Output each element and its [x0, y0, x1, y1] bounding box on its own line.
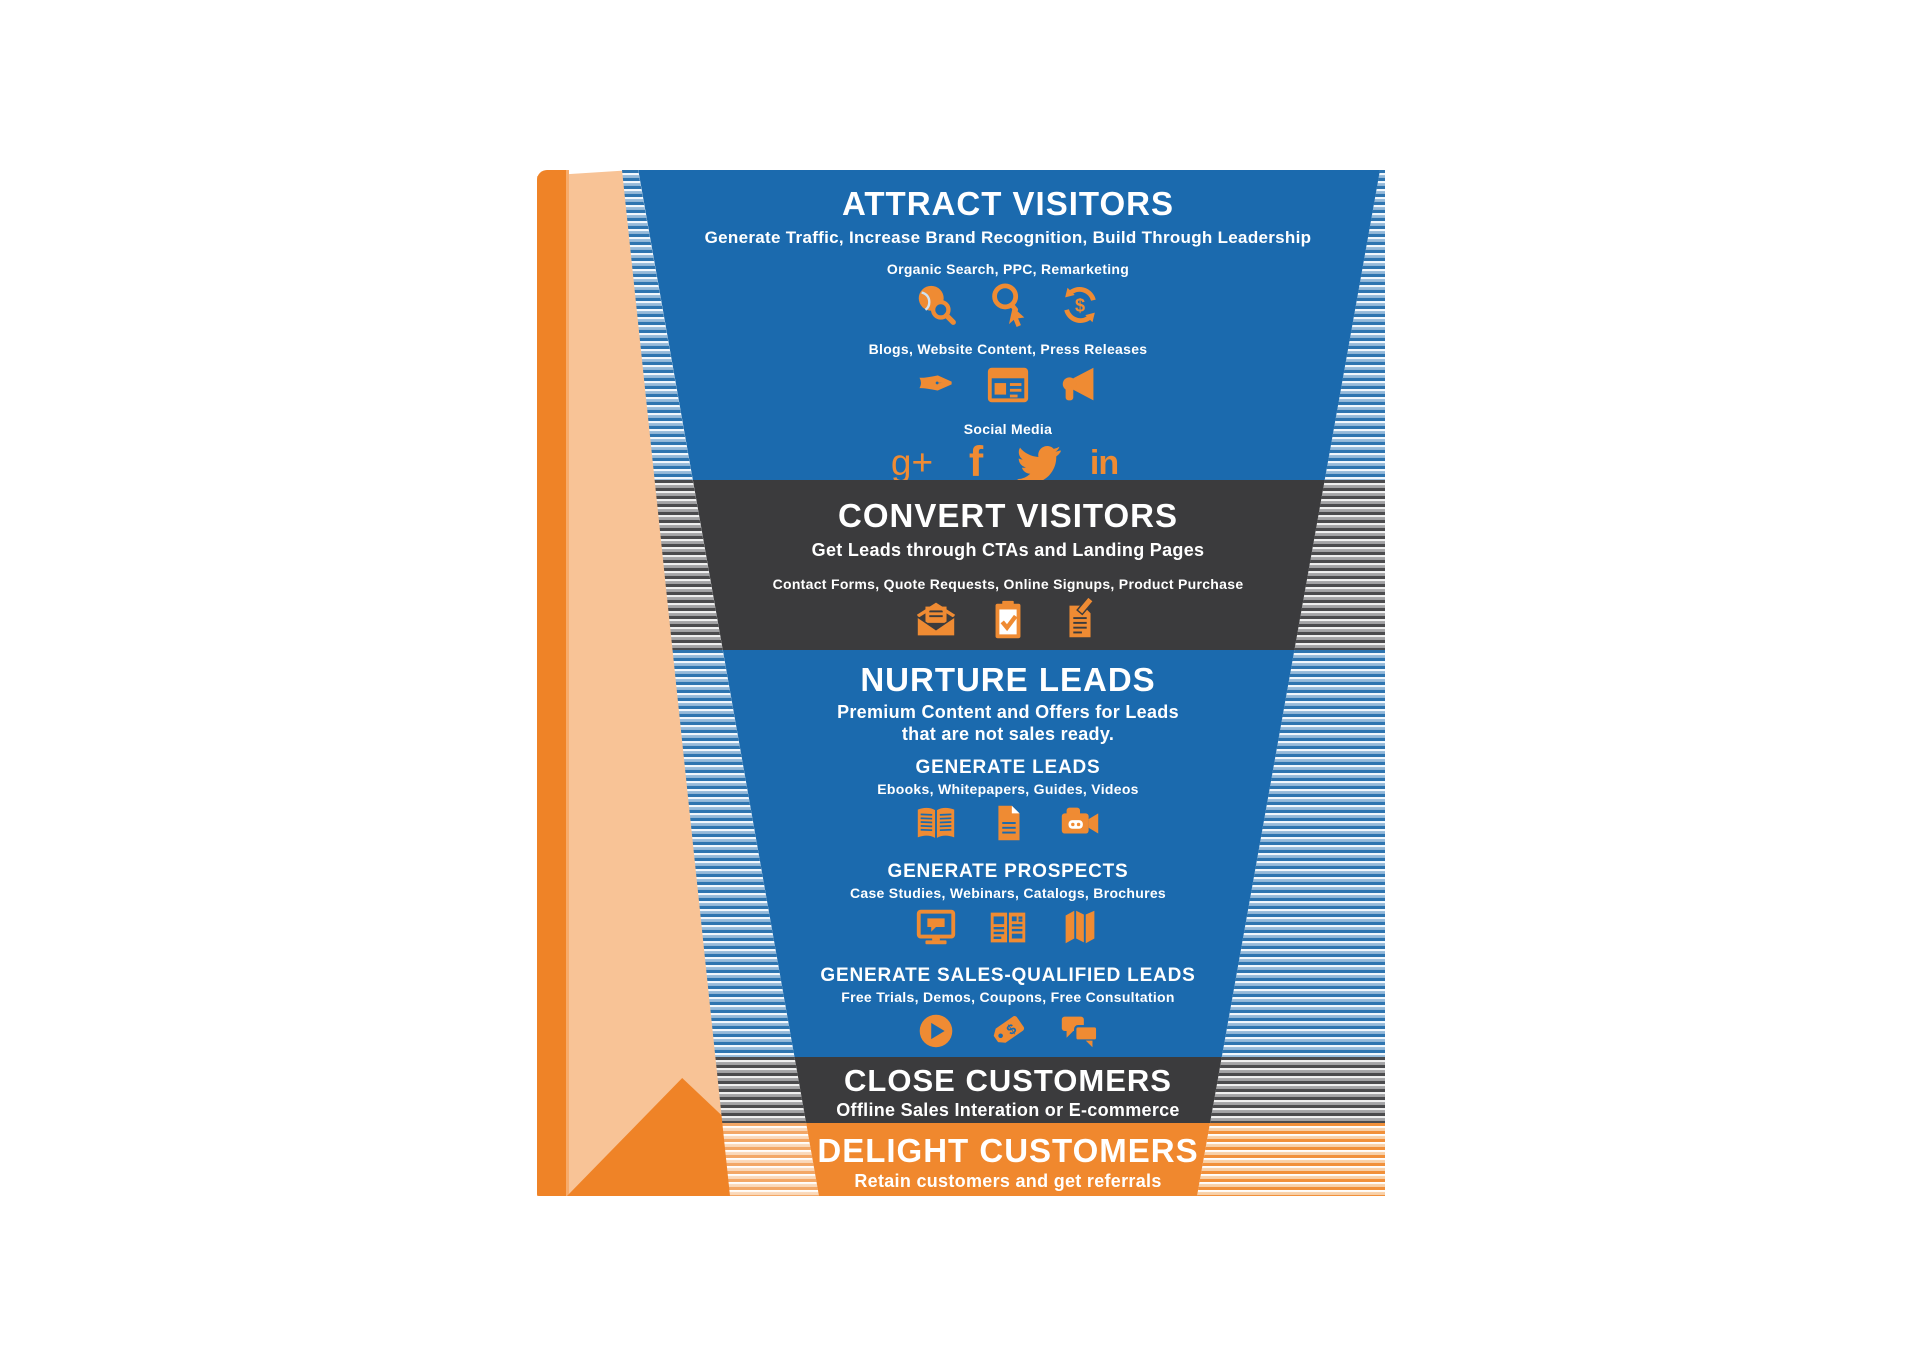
convert-group-label: Contact Forms, Quote Requests, Online Si… — [772, 575, 1244, 592]
clipboard-check-icon — [985, 597, 1031, 643]
googleplus-icon: g+ — [890, 442, 934, 480]
brochure-icon — [1057, 904, 1103, 950]
signup-document-icon — [1057, 596, 1103, 643]
generate-leads-heading: GENERATE LEADS — [915, 757, 1101, 779]
webinar-monitor-icon — [913, 904, 959, 950]
delight-title: DELIGHT CUSTOMERS — [817, 1132, 1199, 1169]
organic-search-icon — [913, 282, 959, 328]
generate-prospects-label: Case Studies, Webinars, Catalogs, Brochu… — [849, 885, 1167, 902]
attract-group-social-label: Social Media — [963, 420, 1053, 437]
funnel-body: ATTRACT VISITORS Generate Traffic, Incre… — [638, 170, 1380, 1196]
remarketing-icon: $ — [1057, 282, 1103, 328]
play-icon — [913, 1008, 959, 1054]
pen-icon: ✒ — [917, 359, 955, 409]
svg-text:$: $ — [1075, 295, 1085, 315]
stripes-gray-close-right — [1197, 1057, 1385, 1123]
nurture-subtitle-line1: Premium Content and Offers for Leads — [837, 702, 1179, 723]
twitter-icon — [1017, 440, 1063, 480]
attract-search-icon-row: $ — [638, 281, 1380, 329]
catalog-icon — [985, 904, 1031, 950]
attract-content-icon-row: ✒ — [638, 359, 1380, 409]
delight-subtitle: Retain customers and get referrals — [854, 1171, 1162, 1192]
generate-sql-heading: GENERATE SALES-QUALIFIED LEADS — [820, 965, 1196, 987]
ebook-icon — [913, 800, 959, 846]
attract-group-content-label: Blogs, Website Content, Press Releases — [868, 340, 1148, 357]
convert-subtitle: Get Leads through CTAs and Landing Pages — [811, 540, 1205, 561]
generate-sql-label: Free Trials, Demos, Coupons, Free Consul… — [841, 989, 1175, 1006]
attract-group-search-label: Organic Search, PPC, Remarketing — [886, 260, 1130, 277]
nurture-title: NURTURE LEADS — [860, 661, 1156, 698]
ppc-icon — [985, 282, 1031, 328]
side-bar-orange — [537, 170, 569, 1196]
generate-prospects-icon-row — [638, 904, 1380, 950]
attract-title: ATTRACT VISITORS — [842, 185, 1174, 222]
section-convert-visitors: CONVERT VISITORS Get Leads through CTAs … — [638, 480, 1380, 650]
attract-social-icon-row: g+ f in — [638, 438, 1380, 480]
price-tag-icon: $ — [985, 1008, 1031, 1054]
whitepaper-icon — [985, 800, 1031, 846]
close-title: CLOSE CUSTOMERS — [844, 1063, 1172, 1098]
generate-leads-label: Ebooks, Whitepapers, Guides, Videos — [877, 781, 1139, 798]
convert-title: CONVERT VISITORS — [838, 497, 1178, 534]
envelope-icon — [913, 597, 959, 643]
generate-leads-icon-row — [638, 800, 1380, 846]
video-camera-icon — [1057, 800, 1103, 846]
convert-icon-row — [638, 596, 1380, 644]
attract-subtitle: Generate Traffic, Increase Brand Recogni… — [704, 228, 1312, 248]
linkedin-icon: in — [1089, 443, 1119, 480]
generate-sql-icon-row: $ — [638, 1008, 1380, 1054]
generate-prospects-heading: GENERATE PROSPECTS — [887, 861, 1129, 883]
section-attract-visitors: ATTRACT VISITORS Generate Traffic, Incre… — [638, 170, 1380, 480]
website-content-icon — [985, 362, 1031, 408]
close-subtitle: Offline Sales Interation or E-commerce — [836, 1100, 1180, 1121]
chat-icon — [1057, 1008, 1103, 1054]
facebook-icon: f — [968, 438, 984, 480]
stripes-orange-delight-right — [1197, 1123, 1385, 1196]
nurture-subtitle-line2: that are not sales ready. — [901, 723, 1115, 744]
megaphone-icon — [1057, 362, 1103, 408]
